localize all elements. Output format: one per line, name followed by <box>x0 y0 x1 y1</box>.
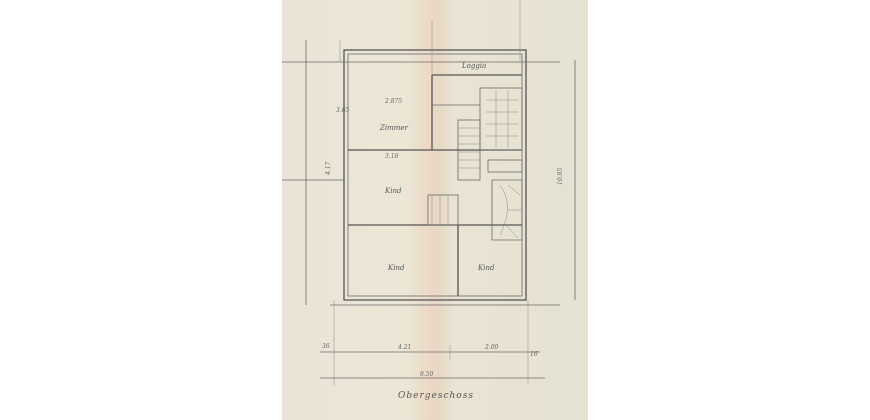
dim-right-edge: 16 <box>530 351 538 358</box>
dim-zimmer-area: 2.875 <box>384 98 402 105</box>
dim-upper-height: 3.65 <box>336 107 350 114</box>
dim-mid-width: 3.18 <box>385 153 399 160</box>
room-label-kind-upper: Kind <box>384 187 402 195</box>
dim-left-segment: 4.21 <box>397 344 411 351</box>
dim-total-width: 8.50 <box>420 371 434 378</box>
room-label-kind-right: Kind <box>477 264 495 272</box>
plan-title: Obergeschoss <box>398 391 474 401</box>
dim-right-segment: 2.00 <box>484 344 499 351</box>
room-label-loggia: Loggia <box>461 62 486 70</box>
room-label-kind-left: Kind <box>387 264 405 272</box>
floor-plan-paper <box>282 0 588 420</box>
interior-walls <box>348 74 523 296</box>
dim-right-height: 10.85 <box>557 168 564 185</box>
staircase <box>427 119 523 241</box>
room-label-zimmer: Zimmer <box>379 124 409 132</box>
dimension-lines <box>305 0 576 385</box>
outer-walls <box>282 49 560 301</box>
dim-left-edge: 36 <box>322 343 330 350</box>
dim-left-height: 4.17 <box>325 161 332 176</box>
